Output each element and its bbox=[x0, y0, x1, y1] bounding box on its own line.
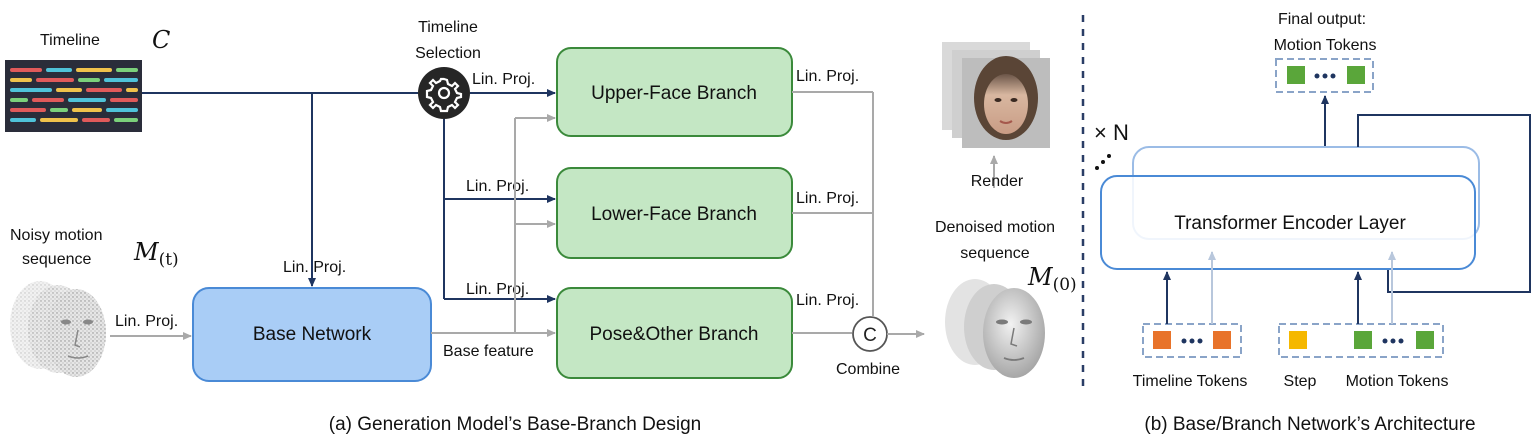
lin-proj-upper-out: Lin. Proj. bbox=[796, 68, 859, 85]
timeline-symbol: C bbox=[152, 26, 170, 54]
noisy-label-line1: Noisy motion bbox=[10, 227, 102, 244]
timeline-image bbox=[5, 60, 142, 132]
timeline-label: Timeline bbox=[40, 32, 100, 49]
noisy-label-line2: sequence bbox=[22, 251, 91, 268]
caption-a: (a) Generation Model’s Base-Branch Desig… bbox=[329, 414, 701, 435]
timeline-selection-line1: Timeline bbox=[418, 19, 478, 36]
lin-proj-pose-out: Lin. Proj. bbox=[796, 292, 859, 309]
combine-symbol: C bbox=[863, 325, 877, 346]
lower-face-label: Lower-Face Branch bbox=[591, 204, 757, 225]
base-feature-label: Base feature bbox=[443, 343, 534, 360]
stack-dots bbox=[1095, 154, 1111, 170]
denoised-label-line1: Denoised motion bbox=[935, 219, 1055, 236]
transformer-layer-label: Transformer Encoder Layer bbox=[1174, 213, 1406, 234]
upper-face-label: Upper-Face Branch bbox=[591, 83, 757, 104]
step-label: Step bbox=[1284, 373, 1317, 390]
combine-node: C bbox=[852, 316, 888, 352]
final-output-tokens bbox=[1275, 58, 1374, 93]
lin-proj-base: Lin. Proj. bbox=[283, 259, 346, 276]
denoised-label-line2: sequence bbox=[960, 245, 1029, 262]
transformer-encoder-layer: Transformer Encoder Layer bbox=[1100, 175, 1476, 270]
timeline-selection-line2: Selection bbox=[415, 45, 481, 62]
caption-b: (b) Base/Branch Network’s Architecture bbox=[1144, 414, 1475, 435]
lin-proj-pose: Lin. Proj. bbox=[466, 281, 529, 298]
lin-proj-upper: Lin. Proj. bbox=[472, 71, 535, 88]
recurrence-loop bbox=[1357, 114, 1531, 293]
lin-proj-lower: Lin. Proj. bbox=[466, 178, 529, 195]
base-network-label: Base Network bbox=[253, 324, 372, 345]
motion-tokens-label: Motion Tokens bbox=[1346, 373, 1449, 390]
timeline-tokens-group bbox=[1142, 323, 1242, 358]
rendered-face-images bbox=[942, 42, 1050, 148]
lower-face-branch: Lower-Face Branch bbox=[556, 167, 793, 259]
final-output-line2: Motion Tokens bbox=[1274, 37, 1377, 54]
gear-icon bbox=[418, 67, 470, 119]
lin-proj-noisy: Lin. Proj. bbox=[115, 313, 178, 330]
noisy-head-images bbox=[10, 281, 106, 377]
noisy-symbol: M(t) bbox=[133, 238, 179, 270]
step-motion-tokens-group bbox=[1278, 323, 1444, 358]
render-label: Render bbox=[971, 173, 1024, 190]
final-output-line1: Final output: bbox=[1278, 11, 1366, 28]
denoised-head-images bbox=[945, 279, 1045, 378]
pose-other-branch: Pose&Other Branch bbox=[556, 287, 793, 379]
timeline-tokens-label: Timeline Tokens bbox=[1133, 373, 1248, 390]
upper-face-branch: Upper-Face Branch bbox=[556, 47, 793, 137]
combine-label: Combine bbox=[836, 361, 900, 378]
pose-other-label: Pose&Other Branch bbox=[590, 324, 759, 345]
base-network-block: Base Network bbox=[192, 287, 432, 382]
lin-proj-lower-out: Lin. Proj. bbox=[796, 190, 859, 207]
times-n-label: × N bbox=[1094, 120, 1129, 145]
denoised-symbol: M(0) bbox=[1027, 263, 1077, 295]
